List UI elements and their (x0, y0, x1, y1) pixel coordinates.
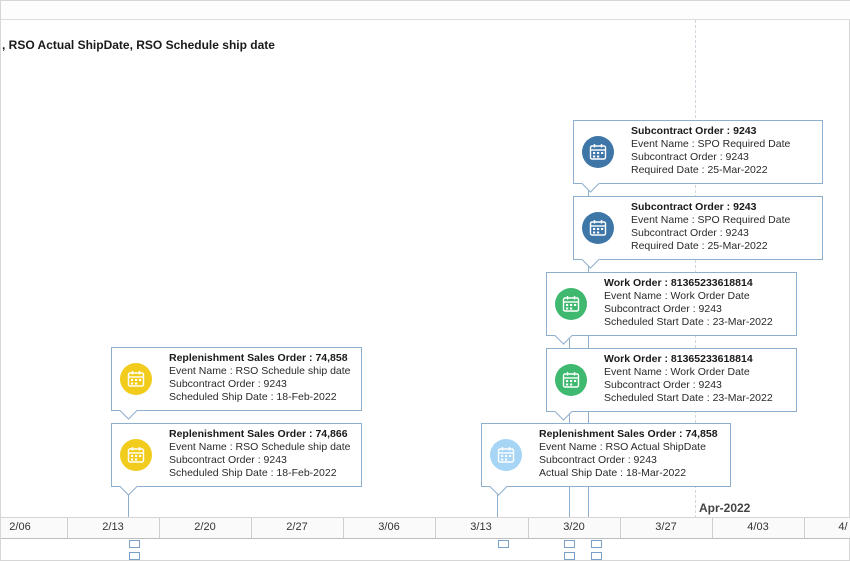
event-card-rso-schedule[interactable]: Replenishment Sales Order : 74,858 Event… (111, 347, 362, 420)
card-event-name: Event Name : Work Order Date (604, 366, 750, 378)
event-marker[interactable] (564, 552, 575, 560)
axis-tick-label: 4/03 (747, 521, 769, 533)
event-card-rso-actual[interactable]: Replenishment Sales Order : 74,858 Event… (481, 423, 731, 496)
axis-tick (159, 518, 160, 538)
event-marker[interactable] (591, 540, 602, 548)
card-subcontract-order: Subcontract Order : 9243 (539, 454, 657, 466)
month-label: Apr-2022 (699, 501, 751, 515)
axis-tick-label: 2/20 (194, 521, 216, 533)
event-marker[interactable] (129, 552, 140, 560)
event-card-subcontract[interactable]: Subcontract Order : 9243 Event Name : SP… (573, 120, 823, 193)
event-marker[interactable] (498, 540, 509, 548)
card-title: Subcontract Order : 9243 (631, 125, 757, 137)
axis-tick (712, 518, 713, 538)
series-title: , RSO Actual ShipDate, RSO Schedule ship… (2, 38, 275, 52)
event-card-rso-schedule[interactable]: Replenishment Sales Order : 74,866 Event… (111, 423, 362, 496)
calendar-icon (490, 439, 522, 471)
card-subcontract-order: Subcontract Order : 9243 (604, 303, 722, 315)
card-date: Scheduled Start Date : 23-Mar-2022 (604, 316, 773, 328)
axis-tick (435, 518, 436, 538)
axis-tick (343, 518, 344, 538)
card-event-name: Event Name : RSO Actual ShipDate (539, 441, 706, 453)
card-subcontract-order: Subcontract Order : 9243 (169, 454, 287, 466)
card-date: Actual Ship Date : 18-Mar-2022 (539, 467, 687, 479)
event-marker[interactable] (591, 552, 602, 560)
axis-tick-label: 2/06 (9, 521, 31, 533)
calendar-icon (120, 439, 152, 471)
card-date: Required Date : 25-Mar-2022 (631, 240, 768, 252)
card-date: Required Date : 25-Mar-2022 (631, 164, 768, 176)
axis-tick (620, 518, 621, 538)
event-marker[interactable] (564, 540, 575, 548)
calendar-icon (555, 288, 587, 320)
card-title: Subcontract Order : 9243 (631, 201, 757, 213)
axis-tick-label: 3/27 (655, 521, 677, 533)
axis-tick-label: 2/27 (286, 521, 308, 533)
axis-tick-label: 4/ (838, 521, 848, 533)
event-card-work-order[interactable]: Work Order : 81365233618814 Event Name :… (546, 348, 797, 421)
card-date: Scheduled Ship Date : 18-Feb-2022 (169, 467, 337, 479)
axis-tick (67, 518, 68, 538)
card-event-name: Event Name : SPO Required Date (631, 214, 791, 226)
card-title: Replenishment Sales Order : 74,858 (169, 352, 348, 364)
card-date: Scheduled Ship Date : 18-Feb-2022 (169, 391, 337, 403)
event-stem (128, 475, 129, 537)
today-indicator-line (695, 20, 696, 518)
card-title: Work Order : 81365233618814 (604, 353, 753, 365)
event-marker[interactable] (129, 540, 140, 548)
card-subcontract-order: Subcontract Order : 9243 (631, 151, 749, 163)
calendar-icon (120, 363, 152, 395)
card-event-name: Event Name : Work Order Date (604, 290, 750, 302)
event-card-subcontract[interactable]: Subcontract Order : 9243 Event Name : SP… (573, 196, 823, 269)
axis-tick (528, 518, 529, 538)
event-stem (497, 476, 498, 537)
card-event-name: Event Name : RSO Schedule ship date (169, 365, 351, 377)
card-title: Replenishment Sales Order : 74,866 (169, 428, 348, 440)
event-card-work-order[interactable]: Work Order : 81365233618814 Event Name :… (546, 272, 797, 345)
card-event-name: Event Name : RSO Schedule ship date (169, 441, 351, 453)
card-event-name: Event Name : SPO Required Date (631, 138, 791, 150)
axis-tick-label: 3/13 (470, 521, 492, 533)
card-title: Work Order : 81365233618814 (604, 277, 753, 289)
axis-tick-label: 3/06 (378, 521, 400, 533)
card-subcontract-order: Subcontract Order : 9243 (169, 378, 287, 390)
timeline-header-strip (1, 1, 850, 20)
card-date: Scheduled Start Date : 23-Mar-2022 (604, 392, 773, 404)
calendar-icon (555, 364, 587, 396)
axis-tick-label: 2/13 (102, 521, 124, 533)
calendar-icon (582, 136, 614, 168)
axis-tick (804, 518, 805, 538)
card-title: Replenishment Sales Order : 74,858 (539, 428, 718, 440)
card-subcontract-order: Subcontract Order : 9243 (604, 379, 722, 391)
card-subcontract-order: Subcontract Order : 9243 (631, 227, 749, 239)
time-axis[interactable] (1, 517, 850, 539)
axis-tick (251, 518, 252, 538)
calendar-icon (582, 212, 614, 244)
axis-tick-label: 3/20 (563, 521, 585, 533)
